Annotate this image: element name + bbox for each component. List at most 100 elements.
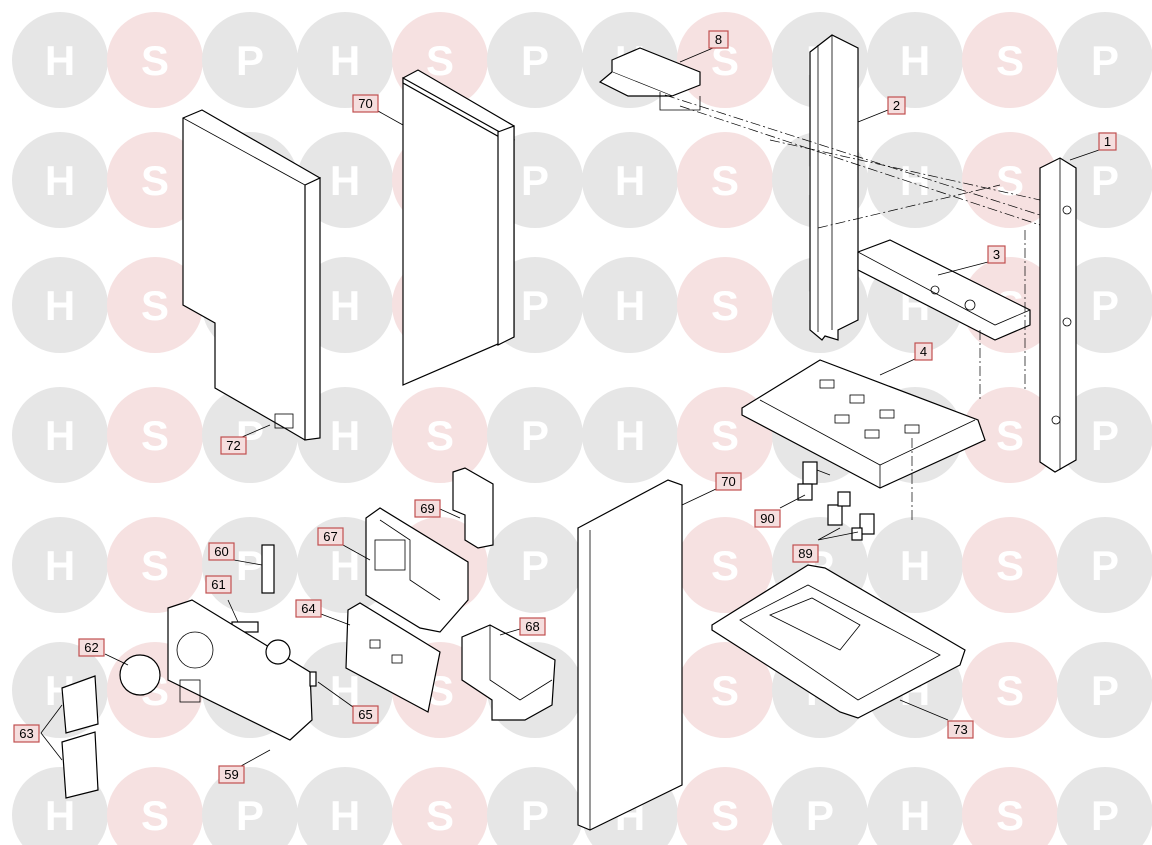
watermark-letter: P — [1091, 542, 1119, 589]
callout-labels: 8 70 2 1 3 4 72 69 70 90 67 60 89 61 64 … — [13, 30, 1117, 784]
watermark-letter: H — [900, 542, 930, 589]
part-64-pcb — [345, 602, 441, 713]
watermark-circle — [867, 767, 963, 845]
watermark-letter: P — [521, 282, 549, 329]
callout-90: 90 — [754, 509, 781, 528]
callout-69: 69 — [414, 499, 441, 518]
watermark-circle — [392, 767, 488, 845]
part-63-covers — [61, 675, 99, 799]
watermark-letter: S — [996, 37, 1024, 84]
callout-70-lower-text: 70 — [721, 474, 735, 489]
watermark-circle — [677, 132, 773, 228]
part-60-strip — [261, 544, 275, 594]
callout-62: 62 — [78, 638, 105, 657]
callout-90-text: 90 — [760, 511, 774, 526]
callout-61: 61 — [205, 575, 232, 594]
watermark-circle — [487, 767, 583, 845]
watermark-letter: P — [1091, 412, 1119, 459]
watermark-letter: P — [521, 792, 549, 839]
watermark-letter: H — [615, 157, 645, 204]
watermark-letter: S — [711, 282, 739, 329]
part-69-cover — [452, 467, 494, 549]
callout-68-text: 68 — [525, 619, 539, 634]
watermark-circle — [772, 767, 868, 845]
watermark-circle — [392, 387, 488, 483]
watermark-letter: S — [426, 412, 454, 459]
alignment-lines — [664, 94, 1041, 520]
watermark-circle — [12, 517, 108, 613]
part-72-front-panel — [182, 109, 321, 441]
watermark-circle — [677, 257, 773, 353]
watermark-circle — [487, 517, 583, 613]
watermark-circle — [1057, 642, 1152, 738]
watermark-circle — [1057, 387, 1152, 483]
watermark-letter: H — [615, 282, 645, 329]
callout-89: 89 — [792, 544, 819, 563]
callout-8: 8 — [708, 30, 729, 49]
part-89-valves — [827, 491, 875, 541]
watermark-letter: H — [330, 282, 360, 329]
callout-72-text: 72 — [226, 438, 240, 453]
watermark-letter: S — [426, 37, 454, 84]
part-8-bracket — [598, 47, 701, 111]
watermark-circle — [297, 132, 393, 228]
callout-62-text: 62 — [84, 640, 98, 655]
watermark-letter: S — [996, 412, 1024, 459]
part-65-clip — [309, 671, 317, 687]
callout-59-text: 59 — [224, 767, 238, 782]
watermark-circle — [677, 642, 773, 738]
callout-68: 68 — [519, 617, 546, 636]
callout-59: 59 — [218, 765, 245, 784]
watermark-circle — [12, 387, 108, 483]
callout-2: 2 — [887, 96, 906, 115]
callout-63-text: 63 — [19, 726, 33, 741]
watermark-letter: P — [236, 792, 264, 839]
watermark-circle — [1057, 767, 1152, 845]
part-3-crossbar — [857, 239, 1031, 341]
watermark-letter: H — [330, 542, 360, 589]
callout-70-upper-text: 70 — [358, 96, 372, 111]
watermark-circle — [867, 517, 963, 613]
watermark-letter: S — [996, 667, 1024, 714]
watermark-letter: S — [711, 157, 739, 204]
watermark-letter: H — [900, 37, 930, 84]
watermark-letter: H — [45, 412, 75, 459]
callout-63: 63 — [13, 724, 40, 743]
watermark-circle — [1057, 12, 1152, 108]
watermark-letter: P — [521, 542, 549, 589]
callout-8-text: 8 — [715, 32, 722, 47]
watermark-letter: S — [711, 412, 739, 459]
watermark-letter: H — [330, 157, 360, 204]
watermark-circle — [582, 132, 678, 228]
watermark-circle — [12, 132, 108, 228]
leader-lines — [40, 47, 1100, 767]
watermark-letter: P — [806, 792, 834, 839]
watermark-letter: P — [236, 542, 264, 589]
watermark-circle — [297, 12, 393, 108]
watermark-letter: H — [45, 37, 75, 84]
watermark-letter: S — [711, 667, 739, 714]
watermark-letter: S — [996, 157, 1024, 204]
watermark-letter: P — [521, 412, 549, 459]
watermark-circle — [487, 12, 583, 108]
watermark-letter: H — [330, 37, 360, 84]
callout-1: 1 — [1098, 132, 1117, 151]
watermark-circle — [107, 387, 203, 483]
watermark-circle — [867, 12, 963, 108]
callout-65: 65 — [352, 705, 379, 724]
callout-64-text: 64 — [301, 601, 315, 616]
callout-65-text: 65 — [358, 707, 372, 722]
watermark-letter: P — [1091, 282, 1119, 329]
watermark-letter: S — [141, 542, 169, 589]
watermark-circle — [297, 767, 393, 845]
callout-60: 60 — [208, 542, 235, 561]
watermark-circle — [107, 132, 203, 228]
watermark-letter: P — [1091, 157, 1119, 204]
part-68-duct — [461, 624, 556, 721]
watermark-letter: S — [711, 542, 739, 589]
watermark-letter: S — [141, 37, 169, 84]
callout-70-lower: 70 — [715, 472, 742, 491]
watermark-circle — [582, 257, 678, 353]
part-70-side-panel-upper — [402, 69, 516, 386]
